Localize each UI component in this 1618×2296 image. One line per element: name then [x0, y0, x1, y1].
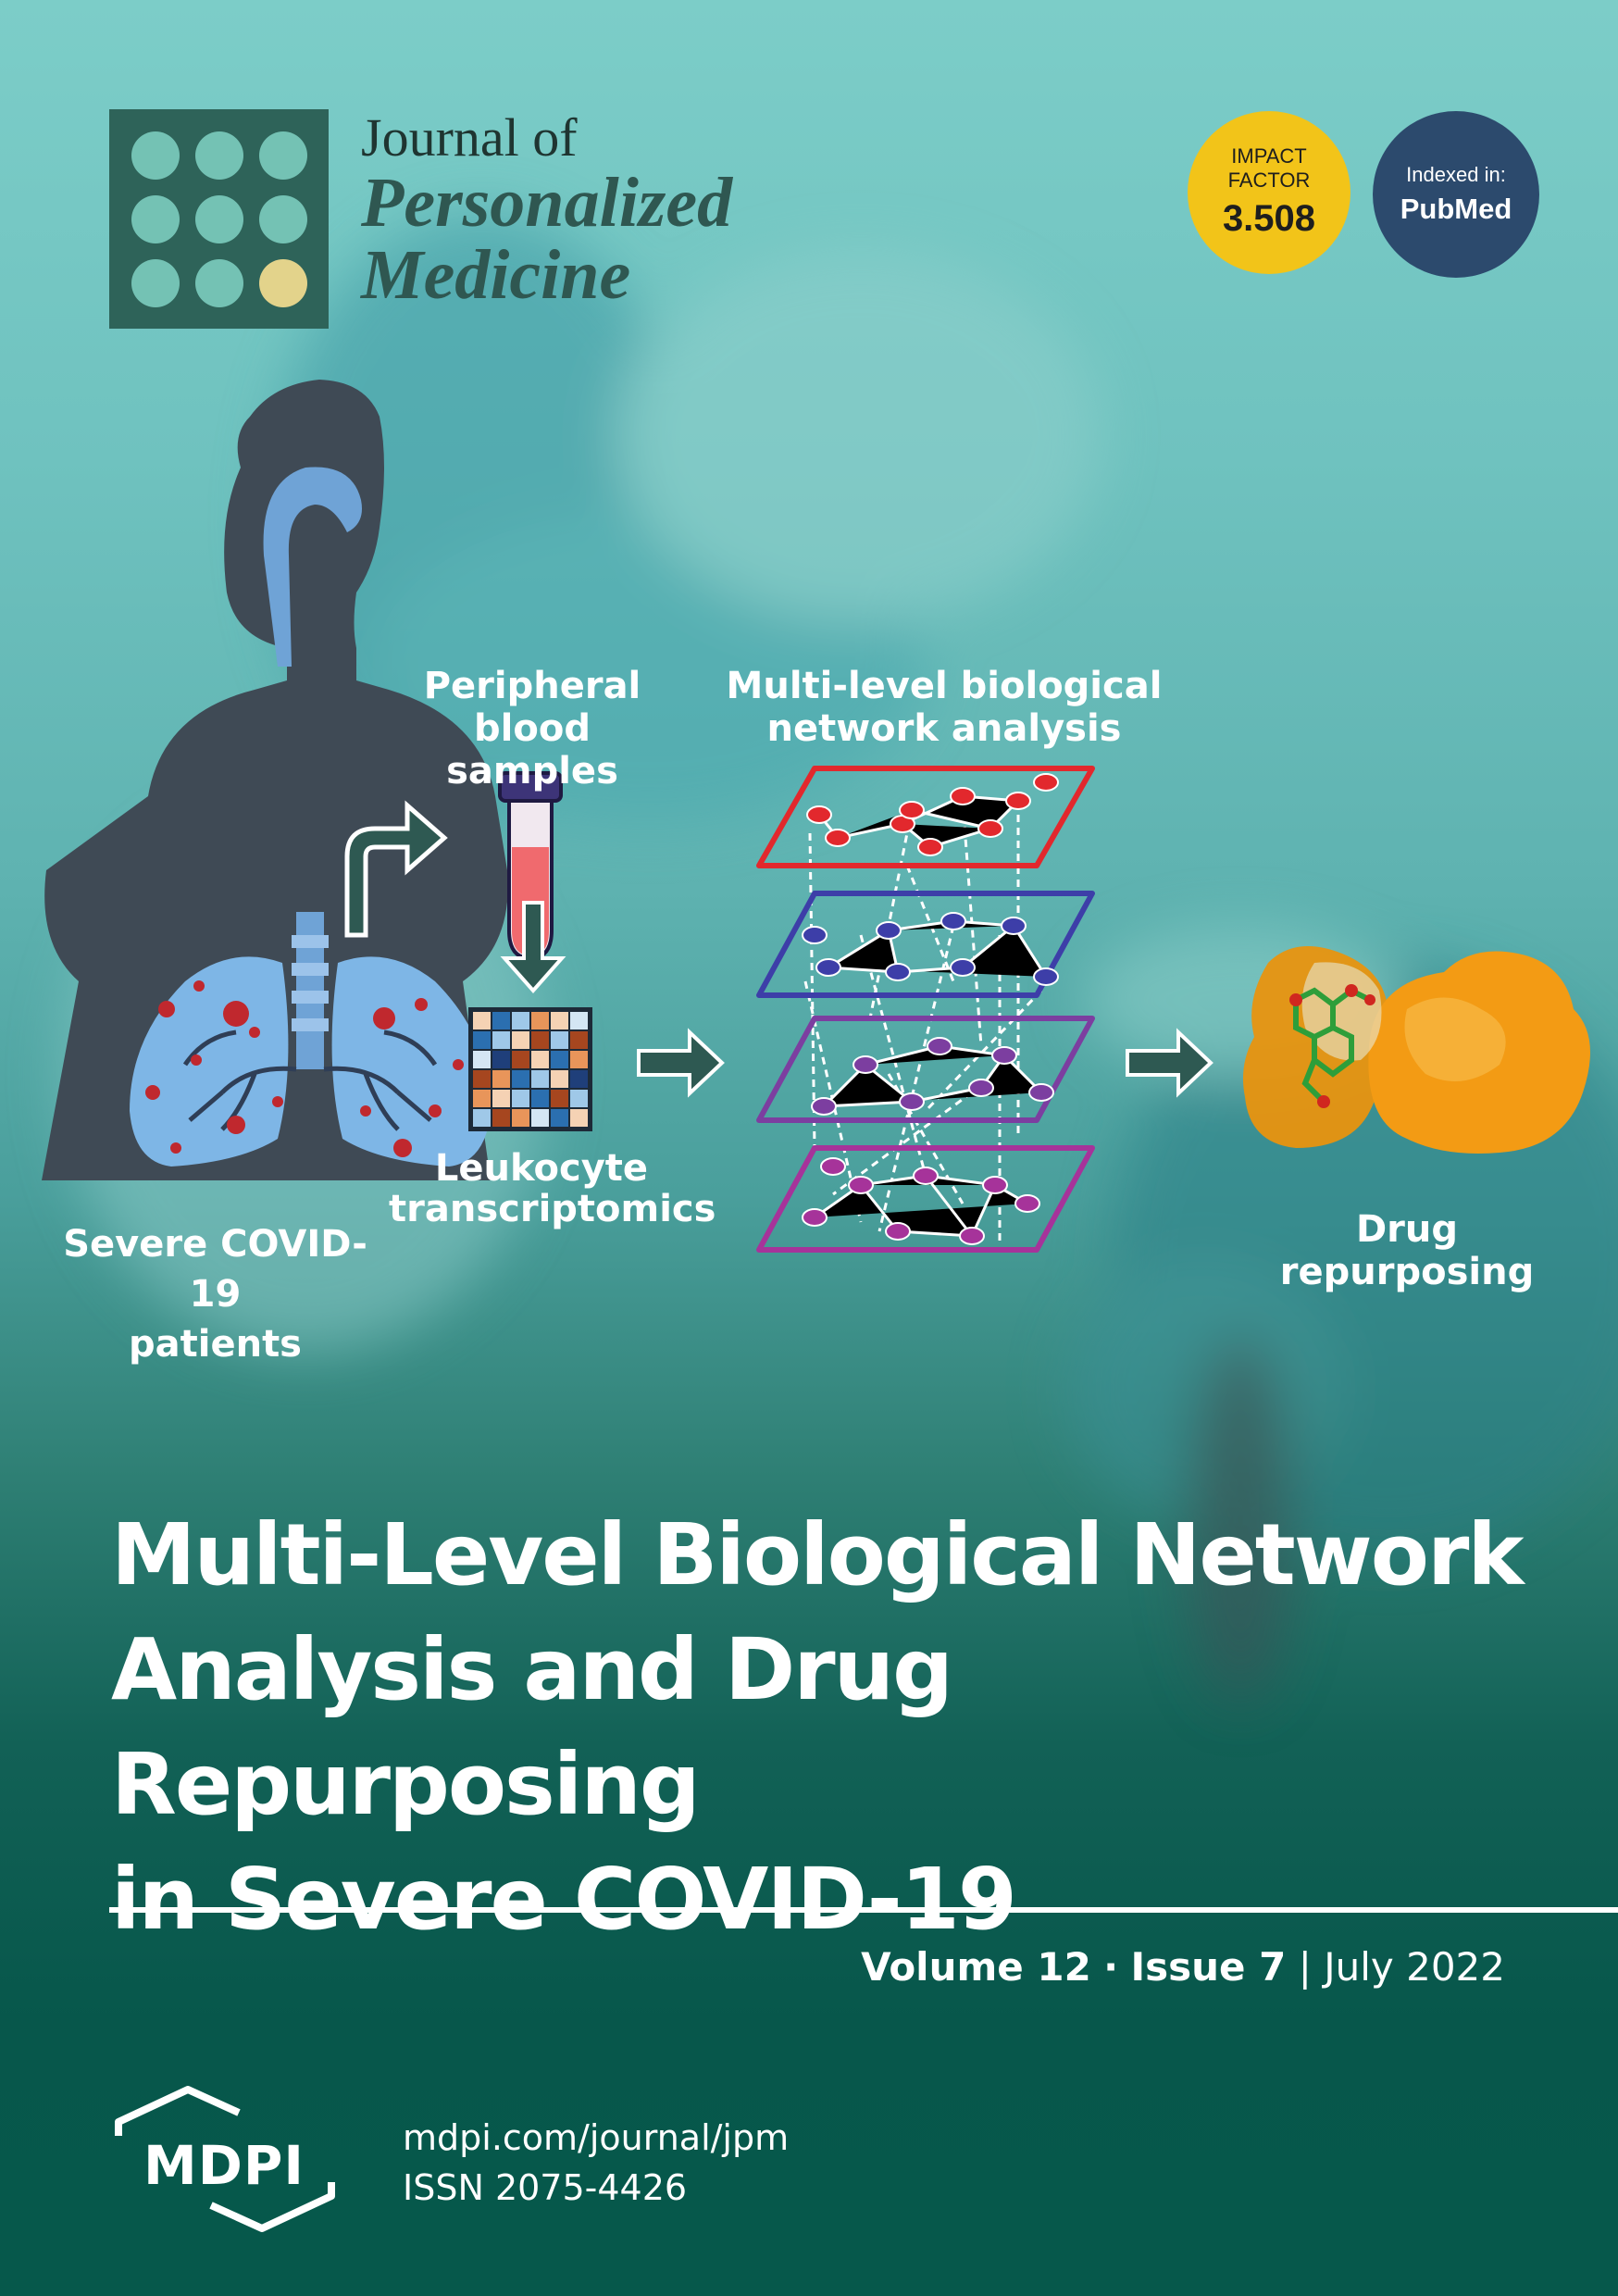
journal-url[interactable]: mdpi.com/journal/jpm: [403, 2117, 790, 2158]
heatmap-icon: [468, 1007, 592, 1131]
volume-label: Volume 12: [861, 1944, 1091, 1990]
indexed-value: PubMed: [1400, 193, 1512, 225]
article-title: Multi-Level Biological Network Analysis …: [111, 1498, 1555, 1957]
network-diagram: [756, 766, 1095, 1253]
impact-value: 3.508: [1222, 198, 1316, 239]
impact-label-1: IMPACT: [1231, 144, 1307, 168]
label-blood-samples: Peripheral blood samples: [423, 665, 641, 792]
logo-dot: [131, 195, 180, 243]
logo-dot: [259, 131, 307, 180]
graphical-abstract: [42, 380, 1590, 1253]
journal-title: Journal of Personalized Medicine: [361, 107, 733, 314]
issn: ISSN 2075-4426: [403, 2167, 688, 2208]
mdpi-logo-hexagon: [115, 2086, 335, 2232]
journal-title-line1: Journal of: [361, 107, 578, 168]
indexed-label: Indexed in:: [1406, 163, 1506, 186]
issue-info: Volume 12 · Issue 7 | July 2022: [861, 1944, 1505, 1990]
label-drug-repurposing: Drug repurposing: [1279, 1208, 1535, 1293]
logo-dot: [131, 259, 180, 307]
logo-dot: [195, 131, 243, 180]
logo-dot: [131, 131, 180, 180]
pubmed-badge: Indexed in: PubMed: [1373, 111, 1539, 278]
issue-label: Issue 7: [1130, 1944, 1287, 1990]
label-patients: Severe COVID-19 patients: [63, 1223, 367, 1366]
article-title-line3: in Severe COVID-19: [111, 1850, 1017, 1949]
impact-label-2: FACTOR: [1227, 168, 1311, 192]
article-title-line2: Analysis and Drug Repurposing: [111, 1620, 953, 1834]
logo-dot: [195, 195, 243, 243]
impact-factor-badge: IMPACT FACTOR 3.508: [1188, 111, 1350, 274]
journal-title-line3: Medicine: [361, 236, 631, 314]
patient-silhouette: [42, 380, 508, 1180]
logo-dot: [195, 259, 243, 307]
logo-dot-accent: [259, 259, 307, 307]
issue-date: July 2022: [1324, 1944, 1505, 1990]
journal-title-line2: Personalized: [361, 164, 733, 242]
article-title-line1: Multi-Level Biological Network: [111, 1505, 1525, 1604]
journal-logo: [109, 109, 329, 329]
protein-molecule-icon: [1242, 946, 1590, 1154]
issue-divider: |: [1298, 1944, 1312, 1990]
publisher-info: mdpi.com/journal/jpm ISSN 2075-4426: [403, 2113, 789, 2213]
issue-separator: ·: [1103, 1944, 1119, 1990]
divider-rule: [109, 1907, 1618, 1913]
label-network-analysis: Multi-level biological network analysis: [726, 665, 1163, 750]
logo-dot: [259, 195, 307, 243]
label-transcriptomics: Leukocyte transcriptomics: [389, 1147, 716, 1230]
mdpi-logo-text: MDPI: [143, 2134, 305, 2197]
